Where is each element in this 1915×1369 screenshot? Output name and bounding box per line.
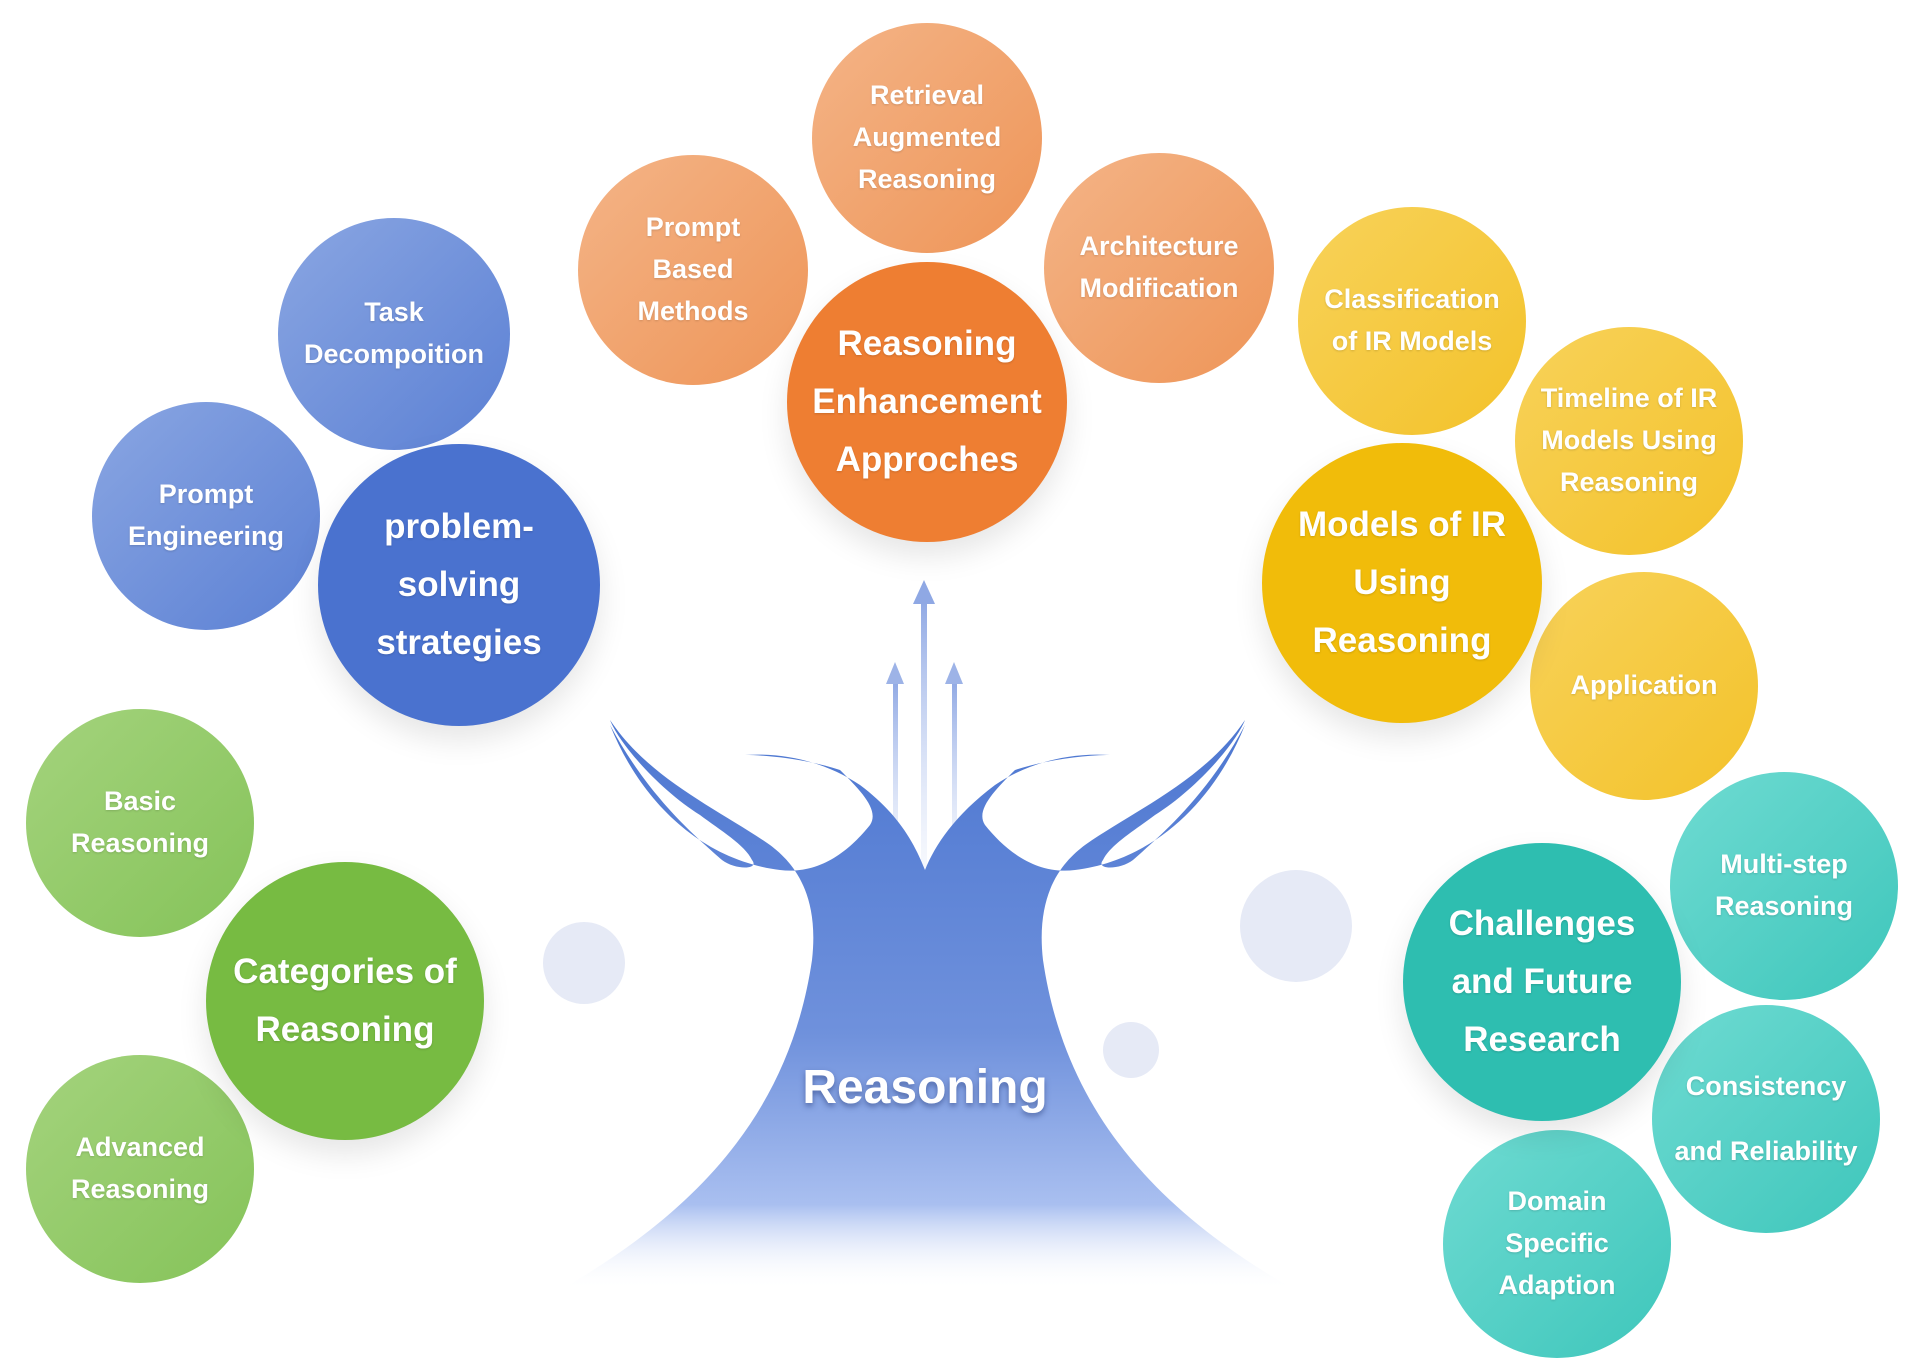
- decor-dot: [543, 922, 625, 1004]
- decor-dot: [1240, 870, 1352, 982]
- tree-trunk: [560, 720, 1295, 1290]
- node-multi-step-reasoning: Multi-step Reasoning: [1670, 772, 1898, 1000]
- hub-models-of-ir-using-reasoning: Models of IR Using Reasoning: [1262, 443, 1542, 723]
- center-label: Reasoning: [802, 1061, 1048, 1114]
- node-timeline-of-ir-models: Timeline of IR Models Using Reasoning: [1515, 327, 1743, 555]
- node-prompt-engineering: Prompt Engineering: [92, 402, 320, 630]
- hub-challenges-and-future-research: Challenges and Future Research: [1403, 843, 1681, 1121]
- decor-dot: [1103, 1022, 1159, 1078]
- node-application: Application: [1530, 572, 1758, 800]
- node-retrieval-augmented-reasoning: Retrieval Augmented Reasoning: [812, 23, 1042, 253]
- node-task-decomposition: Task Decompoition: [278, 218, 510, 450]
- hub-problem-solving-strategies: problem- solving strategies: [318, 444, 600, 726]
- node-advanced-reasoning: Advanced Reasoning: [26, 1055, 254, 1283]
- node-architecture-modification: Architecture Modification: [1044, 153, 1274, 383]
- hub-categories-of-reasoning: Categories of Reasoning: [206, 862, 484, 1140]
- node-consistency-and-reliability: Consistency and Reliability: [1652, 1005, 1880, 1233]
- node-prompt-based-methods: Prompt Based Methods: [578, 155, 808, 385]
- node-domain-specific-adaption: Domain Specific Adaption: [1443, 1130, 1671, 1358]
- hub-reasoning-enhancement-approaches: Reasoning Enhancement Approches: [787, 262, 1067, 542]
- upward-arrows: [886, 580, 963, 880]
- node-basic-reasoning: Basic Reasoning: [26, 709, 254, 937]
- node-classification-of-ir-models: Classification of IR Models: [1298, 207, 1526, 435]
